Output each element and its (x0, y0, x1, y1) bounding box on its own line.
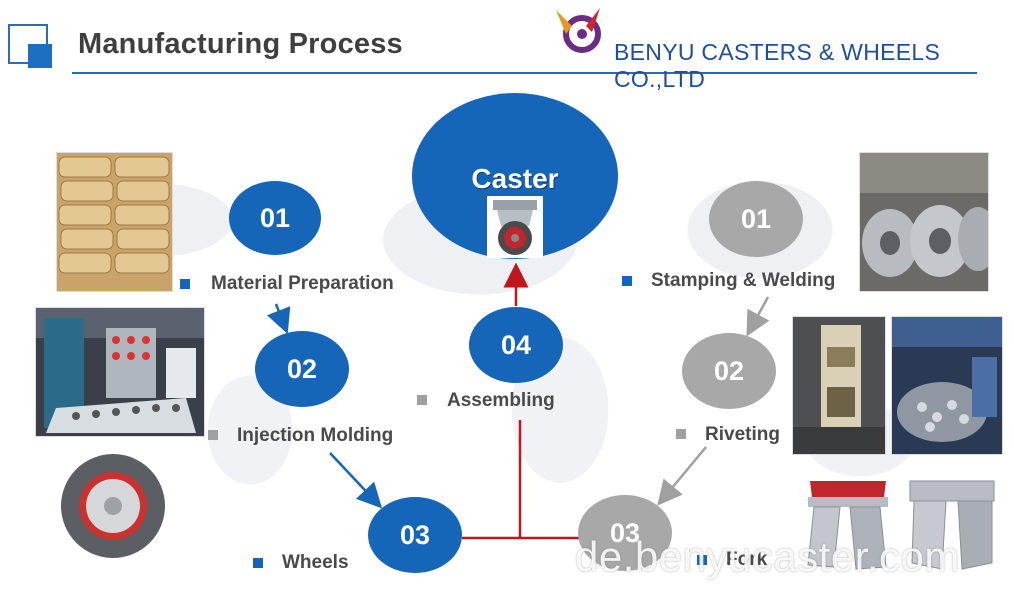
bullet-icon (180, 279, 190, 289)
step-circle-left-03: 03 (368, 497, 462, 573)
wheel-photo (57, 450, 169, 562)
label-riveting: Riveting (705, 424, 780, 445)
watermark: de.benyucaster.com (575, 533, 960, 580)
header-square-accent-icon (28, 44, 52, 68)
steel-coils-photo (859, 152, 989, 292)
bullet-icon (676, 429, 686, 439)
label-injection-molding: Injection Molding (237, 425, 394, 446)
press-machine-photo (792, 316, 886, 455)
step-circle-right-01: 01 (709, 181, 803, 257)
label-stamping-welding: Stamping & Welding (651, 270, 836, 291)
arrow-01-to-02-right (746, 296, 770, 337)
fork-swivel-photo (800, 477, 892, 573)
bullet-icon (253, 558, 263, 568)
label-fork: Fork (726, 549, 768, 570)
fork-rigid-photo (906, 477, 998, 573)
step-circle-right-02: 02 (682, 333, 776, 409)
page-title: Manufacturing Process (78, 28, 403, 60)
label-assembling: Assembling (447, 390, 555, 411)
arrow-02-to-03-left (329, 452, 383, 509)
bullet-icon (622, 276, 632, 286)
label-material-preparation: Material Preparation (211, 273, 394, 294)
label-wheels: Wheels (282, 552, 349, 573)
caster-photo (487, 196, 543, 258)
company-name: BENYU CASTERS & WHEELS CO.,LTD (614, 39, 941, 92)
injection-machine-photo (35, 307, 205, 437)
step-circle-left-02: 02 (255, 331, 349, 407)
title-underline (72, 72, 977, 74)
bullet-icon (697, 555, 707, 565)
company-logo-icon (556, 8, 601, 53)
step-circle-assembly-04: 04 (469, 307, 563, 383)
step-circle-left-01: 01 (229, 181, 321, 255)
riveting-line-photo (891, 316, 1003, 455)
arrow-01-to-02-left (266, 303, 291, 334)
caster-label: Caster (471, 163, 559, 194)
bullet-icon (208, 430, 218, 440)
step-circle-right-03: 03 (578, 495, 672, 571)
material-bags-photo (56, 152, 173, 292)
bullet-icon (417, 395, 427, 405)
arrow-02-to-03-right (657, 446, 707, 506)
